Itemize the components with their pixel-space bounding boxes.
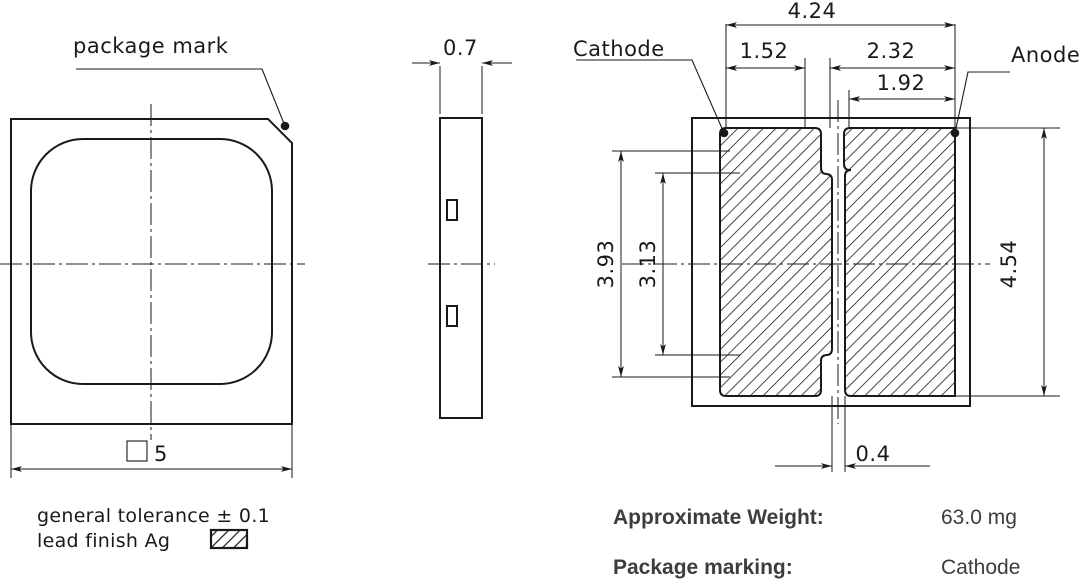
anode-label: Anode: [1011, 43, 1080, 67]
anode-pad: [843, 127, 956, 397]
dim-overall-height-label: 4.54: [997, 240, 1021, 289]
dim-overall-width-label: 4.24: [788, 0, 837, 23]
thickness-dimension-label: 0.7: [443, 36, 478, 60]
side-terminal-mark-lower: [446, 305, 458, 327]
approximate-weight-value: 63.0 mg: [941, 506, 1017, 529]
dim-gap-label: 0.4: [856, 442, 891, 466]
top-view-group: [0, 68, 305, 550]
approximate-weight-label: Approximate Weight:: [613, 506, 824, 529]
lead-finish-note: lead finish Ag: [37, 530, 170, 552]
body-size-dimension-label: 5: [154, 442, 168, 466]
side-terminal-mark-upper: [446, 199, 458, 221]
bottom-view-group: [576, 22, 1060, 472]
chamfer-edge: [267, 118, 293, 144]
dim-pad-height-inner-label: 3.13: [636, 240, 660, 289]
dim-anode-zone-label: 2.32: [867, 39, 916, 63]
lead-finish-swatch: [209, 528, 249, 550]
cathode-leader: [576, 59, 725, 134]
bottom-body-outline: [691, 117, 971, 407]
package-marking-label: Package marking:: [613, 556, 793, 579]
dim-anode-width-label: 1.92: [877, 71, 926, 95]
square-dimension-symbol: [126, 440, 148, 462]
package-mark-leader: [76, 68, 286, 127]
package-mark-label: package mark: [73, 34, 229, 58]
anode-leader: [954, 71, 1010, 134]
package-marking-value: Cathode: [941, 556, 1020, 579]
cathode-label: Cathode: [573, 37, 665, 61]
package-body-outline: [10, 118, 293, 425]
dim-pad-height-outer-label: 3.93: [594, 240, 618, 289]
general-tolerance-note: general tolerance ± 0.1: [37, 505, 270, 527]
side-body-outline: [439, 117, 483, 419]
side-view-group: [412, 60, 512, 419]
cathode-pad: [719, 127, 833, 397]
dim-cathode-width-label: 1.52: [740, 39, 789, 63]
